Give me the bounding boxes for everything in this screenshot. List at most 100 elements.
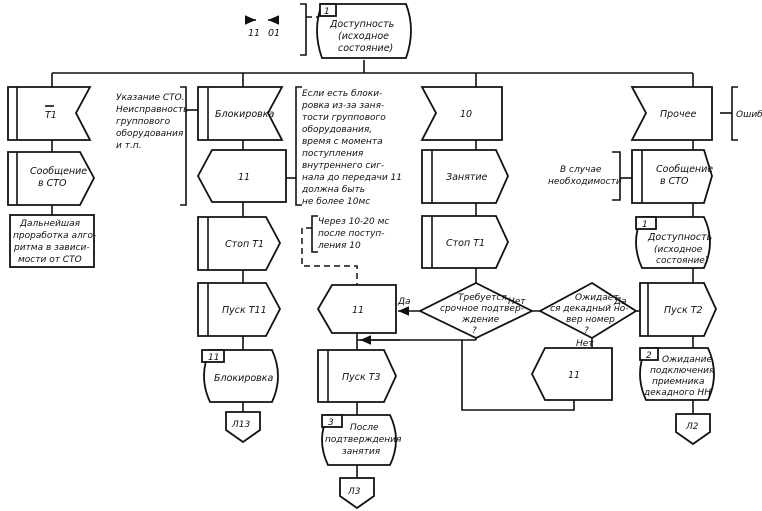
svg-text:ждение: ждение: [461, 315, 500, 325]
task-stop-t1-b[interactable]: Стоп T1: [421, 215, 509, 269]
svg-text:после поступ-: после поступ-: [318, 229, 385, 239]
svg-text:Дальнейшая: Дальнейшая: [19, 219, 81, 229]
svg-text:вер номер: вер номер: [566, 315, 615, 325]
svg-text:не более 10мс: не более 10мс: [302, 197, 370, 207]
svg-text:(исходное: (исходное: [338, 31, 389, 42]
svg-text:нала до передачи 11: нала до передачи 11: [302, 173, 402, 183]
state-after-confirmation[interactable]: 3 После подтверждения занятия: [321, 414, 402, 466]
svg-text:ления 10: ления 10: [317, 241, 361, 251]
decision-urgent-confirmation[interactable]: Требуется срочное подтвер- ждение ?: [417, 281, 535, 339]
yes-label-2: Да: [613, 297, 627, 307]
svg-text:Прочее: Прочее: [660, 109, 696, 120]
svg-text:Пуск T2: Пуск T2: [664, 305, 703, 316]
svg-text:Указание СТО.: Указание СТО.: [116, 93, 185, 103]
svg-text:Пуск T3: Пуск T3: [342, 372, 381, 383]
output-11-center[interactable]: 11: [316, 284, 397, 334]
task-start-t11[interactable]: Пуск T11: [197, 282, 282, 337]
svg-text:Доступность: Доступность: [329, 19, 394, 30]
input-other[interactable]: Прочее: [630, 86, 713, 141]
connector-l2[interactable]: Л2: [675, 413, 711, 446]
task-start-t3[interactable]: Пуск T3: [317, 349, 397, 403]
svg-text:занятия: занятия: [342, 447, 381, 457]
svg-text:ровка из-за заня-: ровка из-за заня-: [301, 101, 384, 111]
input-blocking[interactable]: Блокировка: [197, 86, 284, 141]
svg-text:подтверждения: подтверждения: [325, 435, 402, 445]
state-availability-right[interactable]: 1 Доступность (исходное состояние): [635, 216, 712, 269]
svg-text:должна быть: должна быть: [301, 185, 365, 195]
connector-l3[interactable]: Л3: [339, 477, 375, 510]
task-start-t2[interactable]: Пуск T2: [639, 282, 717, 337]
state-waiting-receiver[interactable]: 2 Ожидание подключения приемника декадно…: [639, 347, 715, 401]
svg-text:Если есть блоки-: Если есть блоки-: [302, 89, 382, 99]
svg-text:?: ?: [584, 326, 589, 336]
svg-text:ся декадный но-: ся декадный но-: [550, 304, 629, 314]
svg-text:Л13: Л13: [231, 420, 250, 430]
output-message-sto-1[interactable]: Сообщение в СТО: [7, 151, 96, 206]
svg-text:1: 1: [642, 220, 648, 230]
svg-text:Ошибка: Ошибка: [736, 110, 762, 120]
svg-text:в СТО: в СТО: [660, 176, 689, 187]
output-message-sto-2[interactable]: Сообщение в СТО: [631, 149, 713, 204]
decision-decade-number[interactable]: Ожидает- ся декадный но- вер номер ?: [538, 281, 638, 340]
connector-l13[interactable]: Л13: [225, 411, 261, 444]
comment-blocking: Если есть блоки- ровка из-за заня- тости…: [295, 86, 402, 207]
svg-text:срочное подтвер-: срочное подтвер-: [440, 304, 524, 314]
svg-text:После: После: [350, 423, 379, 433]
svg-text:Сообщение: Сообщение: [30, 166, 87, 177]
svg-text:Блокировка: Блокировка: [214, 373, 273, 384]
comment-sto-fault: Указание СТО. Неисправность группового о…: [116, 86, 188, 206]
input-t1[interactable]: T1: [7, 86, 92, 141]
task-seizure[interactable]: Занятие: [421, 149, 509, 204]
svg-text:состояние): состояние): [656, 256, 708, 266]
note-further-algorithm: Дальнейшая проработка алго- ритма в зави…: [9, 214, 96, 268]
svg-text:и т.п.: и т.п.: [116, 141, 142, 151]
comment-if-needed: В случае необходимости: [548, 151, 622, 201]
svg-text:необходимости: необходимости: [548, 177, 622, 187]
signal-01: 01: [268, 28, 280, 39]
svg-text:11: 11: [238, 172, 250, 183]
task-stop-t1-a[interactable]: Стоп T1: [197, 216, 282, 271]
comment-error: Ошибка: [731, 86, 762, 141]
output-11-right[interactable]: 11: [530, 347, 613, 401]
svg-text:В случае: В случае: [560, 165, 602, 175]
svg-text:проработка алго-: проработка алго-: [13, 231, 96, 241]
yes-label-1: Да: [397, 297, 411, 307]
svg-text:ритма в зависи-: ритма в зависи-: [13, 243, 90, 253]
svg-text:Ожидание: Ожидание: [662, 355, 713, 365]
svg-text:Требуется: Требуется: [458, 293, 507, 303]
svg-text:11: 11: [352, 305, 364, 316]
svg-text:2: 2: [646, 351, 652, 361]
svg-text:оборудования,: оборудования,: [302, 125, 372, 135]
svg-text:10: 10: [460, 109, 472, 120]
connector-lines: [51, 16, 732, 478]
svg-text:оборудования: оборудования: [116, 129, 184, 139]
svg-text:Блокировка: Блокировка: [215, 109, 274, 120]
svg-text:подключения: подключения: [650, 366, 715, 376]
svg-text:(исходное: (исходное: [654, 245, 703, 255]
svg-text:Пуск T11: Пуск T11: [222, 305, 267, 316]
svg-text:3: 3: [328, 418, 334, 428]
svg-text:Через 10-20 мс: Через 10-20 мс: [318, 217, 389, 227]
no-label-1: Нет: [508, 297, 526, 307]
svg-text:мости от СТО: мости от СТО: [18, 255, 82, 265]
svg-text:11: 11: [568, 370, 580, 381]
svg-text:Стоп T1: Стоп T1: [446, 238, 485, 249]
svg-text:Неисправность: Неисправность: [116, 105, 188, 115]
svg-text:11: 11: [208, 353, 219, 363]
svg-text:Л3: Л3: [347, 487, 361, 497]
input-10[interactable]: 10: [420, 86, 503, 141]
svg-text:поступления: поступления: [302, 149, 364, 159]
svg-text:тости группового: тости группового: [302, 113, 386, 123]
signal-11: 11: [248, 28, 260, 39]
comment-dashed-delay: Через 10-20 мс после поступ- ления 10: [311, 215, 389, 253]
svg-text:декадного НН: декадного НН: [643, 388, 711, 398]
state-blocking[interactable]: 11 Блокировка: [201, 349, 279, 403]
svg-text:приемника: приемника: [652, 377, 704, 387]
svg-text:Доступность: Доступность: [647, 232, 712, 243]
svg-text:внутреннего сиг-: внутреннего сиг-: [302, 161, 384, 171]
output-11-left[interactable]: 11: [196, 149, 287, 203]
svg-text:Л2: Л2: [685, 422, 699, 432]
state-availability-top[interactable]: 1 Доступность (исходное состояние): [316, 3, 412, 59]
top-signals: 11 01: [244, 3, 307, 56]
